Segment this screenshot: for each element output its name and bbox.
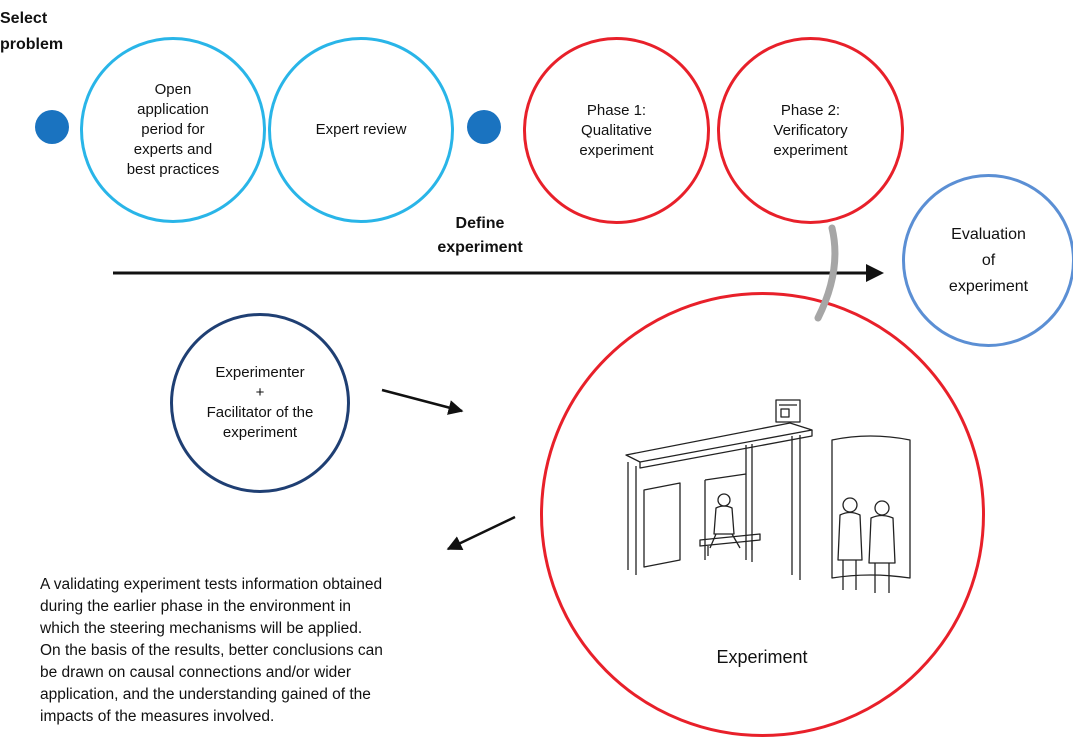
select-problem-label: Select problem <box>0 10 64 53</box>
mid-milestone-dot <box>467 110 501 144</box>
open-application-label: Open application period for experts and … <box>126 81 220 178</box>
phase-connector <box>814 224 839 322</box>
define-experiment-label: Define experiment <box>437 215 523 256</box>
experimenter-arrow <box>381 388 464 415</box>
start-milestone-dot <box>35 110 69 144</box>
phase2-label: Phase 2: Verificatory experiment <box>773 101 848 159</box>
experimenter-label: Experimenter + Facilitator of the experi… <box>206 364 314 441</box>
expert-review-label: Expert review <box>315 121 407 138</box>
experiment-label: Experiment <box>716 647 808 667</box>
phase1-label: Phase 1: Qualitative experiment <box>579 101 654 159</box>
phase2-circle: Phase 2: Verificatory experiment <box>717 37 904 224</box>
description-arrow <box>446 515 516 551</box>
experimenter-circle: Experimenter + Facilitator of the experi… <box>170 313 350 493</box>
evaluation-label: Evaluation of experiment <box>948 225 1029 295</box>
expert-review-circle: Expert review <box>268 37 454 223</box>
bus-shelter-illustration <box>625 399 911 593</box>
evaluation-circle: Evaluation of experiment <box>902 174 1073 347</box>
open-application-circle: Open application period for experts and … <box>80 37 266 223</box>
experiment-description: A validating experiment tests informatio… <box>40 576 383 725</box>
timeline-arrow-head <box>866 264 884 282</box>
phase1-circle: Phase 1: Qualitative experiment <box>523 37 710 224</box>
experiment-circle <box>540 292 985 737</box>
